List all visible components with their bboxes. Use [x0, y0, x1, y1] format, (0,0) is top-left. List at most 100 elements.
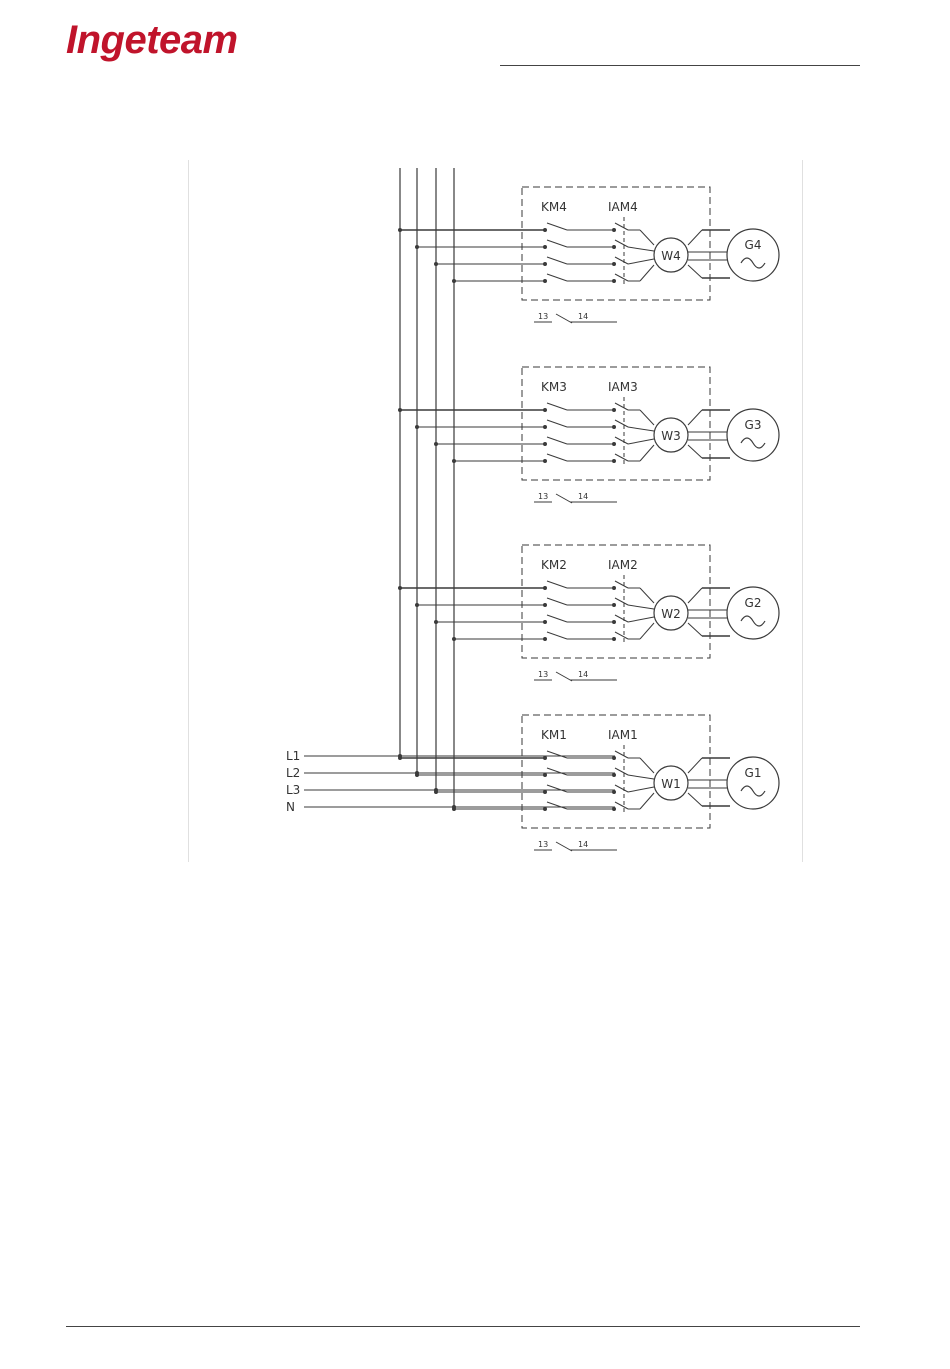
- meter-lead: [628, 605, 654, 609]
- breaker-blade: [615, 240, 628, 247]
- meter-out: [688, 588, 702, 603]
- junction-dot: [612, 790, 616, 794]
- breaker-blade: [615, 598, 628, 605]
- junction-dot: [543, 245, 547, 249]
- breaker-blade: [615, 768, 628, 775]
- junction-dot: [612, 245, 616, 249]
- contactor-blade: [547, 615, 567, 622]
- junction-dot: [543, 586, 547, 590]
- junction-dot: [452, 459, 456, 463]
- breaker-blade: [615, 751, 628, 758]
- footer-rule: [66, 1326, 860, 1327]
- junction-dot: [543, 620, 547, 624]
- breaker-label: IAM1: [608, 728, 638, 742]
- contactor-blade: [547, 454, 567, 461]
- meter-lead: [628, 427, 654, 431]
- contactor-label: KM1: [541, 728, 567, 742]
- contactor-blade: [547, 420, 567, 427]
- junction-dot: [398, 586, 402, 590]
- contactor-label: KM4: [541, 200, 567, 214]
- junction-dot: [612, 637, 616, 641]
- contactor-blade: [547, 581, 567, 588]
- aux-right-label: 14: [578, 840, 588, 849]
- meter-lead: [640, 623, 654, 639]
- breaker-blade: [615, 274, 628, 281]
- junction-dot: [543, 637, 547, 641]
- junction-dot: [434, 442, 438, 446]
- aux-left-label: 13: [538, 312, 548, 321]
- bus-label-l2: L2: [286, 766, 300, 780]
- junction-dot: [415, 603, 419, 607]
- junction-dot: [415, 425, 419, 429]
- contactor-blade: [547, 403, 567, 410]
- junction-dot: [612, 228, 616, 232]
- aux-left-label: 13: [538, 492, 548, 501]
- meter-lead: [640, 445, 654, 461]
- meter-lead: [628, 617, 654, 622]
- contactor-blade: [547, 632, 567, 639]
- junction-dot: [612, 756, 616, 760]
- aux-blade: [556, 494, 572, 503]
- breaker-blade: [615, 257, 628, 264]
- generator-label: G3: [745, 418, 762, 432]
- junction-dot: [452, 807, 456, 811]
- junction-dot: [415, 245, 419, 249]
- junction-dot: [543, 425, 547, 429]
- contactor-blade: [547, 223, 567, 230]
- junction-dot: [415, 773, 419, 777]
- meter-out: [688, 410, 702, 425]
- junction-dot: [452, 637, 456, 641]
- junction-dot: [543, 756, 547, 760]
- meter-lead: [640, 230, 654, 245]
- meter-lead: [628, 775, 654, 779]
- aux-right-label: 14: [578, 492, 588, 501]
- junction-dot: [543, 442, 547, 446]
- meter-lead: [628, 439, 654, 444]
- unit-g3: KM3IAM3W3G31314: [398, 367, 779, 503]
- unit-g2: KM2IAM2W2G21314: [398, 545, 779, 681]
- junction-dot: [543, 262, 547, 266]
- junction-dot: [543, 603, 547, 607]
- generator-label: G4: [745, 238, 762, 252]
- meter-out: [688, 758, 702, 773]
- junction-dot: [434, 790, 438, 794]
- contactor-blade: [547, 785, 567, 792]
- breaker-blade: [615, 802, 628, 809]
- aux-left-label: 13: [538, 840, 548, 849]
- junction-dot: [543, 279, 547, 283]
- breaker-blade: [615, 437, 628, 444]
- breaker-label: IAM4: [608, 200, 638, 214]
- aux-blade: [556, 314, 572, 323]
- junction-dot: [398, 408, 402, 412]
- aux-right-label: 14: [578, 312, 588, 321]
- meter-out: [688, 230, 702, 245]
- breaker-blade: [615, 785, 628, 792]
- junction-dot: [543, 408, 547, 412]
- breaker-label: IAM3: [608, 380, 638, 394]
- generator-circle: [727, 229, 779, 281]
- junction-dot: [612, 586, 616, 590]
- bus-lines: L1L2L3N: [286, 168, 615, 814]
- junction-dot: [434, 620, 438, 624]
- junction-dot: [612, 262, 616, 266]
- contactor-blade: [547, 751, 567, 758]
- generator-label: G1: [745, 766, 762, 780]
- bus-label-l3: L3: [286, 783, 300, 797]
- meter-label: W3: [661, 429, 681, 443]
- meter-out: [688, 265, 702, 278]
- meter-lead: [640, 588, 654, 603]
- bus-label-l1: L1: [286, 749, 300, 763]
- junction-dot: [398, 756, 402, 760]
- aux-blade: [556, 672, 572, 681]
- meter-lead: [628, 787, 654, 792]
- junction-dot: [612, 807, 616, 811]
- breaker-blade: [615, 632, 628, 639]
- contactor-blade: [547, 437, 567, 444]
- meter-lead: [640, 410, 654, 425]
- meter-lead: [640, 758, 654, 773]
- meter-out: [688, 793, 702, 806]
- junction-dot: [543, 790, 547, 794]
- junction-dot: [398, 228, 402, 232]
